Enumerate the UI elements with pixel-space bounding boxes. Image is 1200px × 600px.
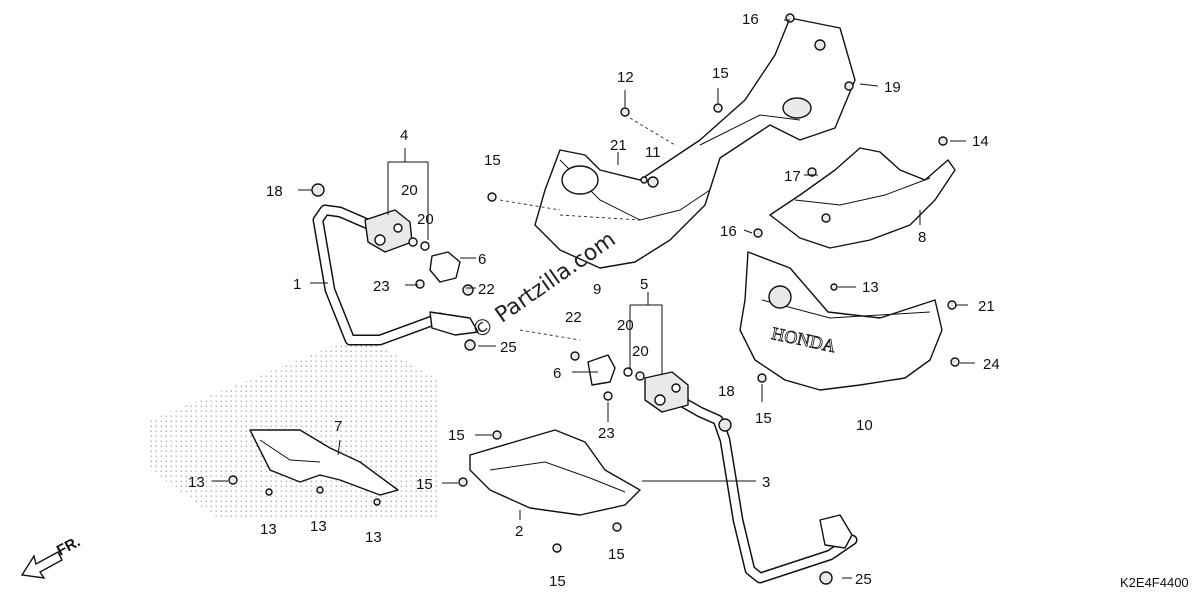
- callout-23a[interactable]: 23: [373, 278, 390, 295]
- part-2-lower-cover[interactable]: [469, 429, 641, 516]
- callout-8[interactable]: 8: [918, 229, 926, 246]
- leader-lines: [212, 19, 975, 579]
- callout-25a[interactable]: 25: [500, 339, 517, 356]
- callout-15f[interactable]: 15: [608, 546, 625, 563]
- part-6-left-bracket[interactable]: [429, 251, 461, 283]
- dotted-shade-area: [150, 335, 440, 520]
- callout-15g[interactable]: 15: [549, 573, 566, 590]
- callout-25b[interactable]: 25: [855, 571, 872, 588]
- callout-9[interactable]: 9: [593, 281, 601, 298]
- callout-11[interactable]: 11: [645, 144, 661, 161]
- callout-21b[interactable]: 21: [978, 298, 995, 315]
- callout-16b[interactable]: 16: [720, 223, 737, 240]
- callout-2[interactable]: 2: [515, 523, 523, 540]
- callout-15d[interactable]: 15: [448, 427, 465, 444]
- part-8-upper-cover[interactable]: [769, 147, 956, 249]
- callout-16a[interactable]: 16: [742, 11, 759, 28]
- part-5-right-clamp[interactable]: [644, 371, 689, 413]
- part-10-front-lower-cover[interactable]: HONDA: [739, 251, 943, 391]
- front-direction-indicator: FR.: [20, 533, 83, 579]
- callout-22b[interactable]: 22: [565, 309, 582, 326]
- part-4-left-clamp[interactable]: [364, 209, 413, 253]
- callout-5[interactable]: 5: [640, 276, 648, 293]
- callout-20c[interactable]: 20: [617, 317, 634, 334]
- callout-7[interactable]: 7: [334, 418, 342, 435]
- callout-14[interactable]: 14: [972, 133, 989, 150]
- fasteners: [228, 13, 960, 585]
- callout-12[interactable]: 12: [617, 69, 634, 86]
- callout-10[interactable]: 10: [856, 417, 873, 434]
- callout-labels: 16 19 12 15 14 4 21 11 15 20 17 18 20 8 …: [188, 11, 1000, 590]
- callout-15e[interactable]: 15: [416, 476, 433, 493]
- part-6-right-bracket[interactable]: [587, 354, 616, 386]
- callout-3[interactable]: 3: [762, 474, 770, 491]
- callout-20a[interactable]: 20: [401, 182, 418, 199]
- callout-15a[interactable]: 15: [712, 65, 729, 82]
- callout-24[interactable]: 24: [983, 356, 1000, 373]
- callout-18b[interactable]: 18: [718, 383, 735, 400]
- callout-18a[interactable]: 18: [266, 183, 283, 200]
- callout-21a[interactable]: 21: [610, 137, 627, 154]
- callout-1[interactable]: 1: [293, 276, 301, 293]
- callout-23b[interactable]: 23: [598, 425, 615, 442]
- diagram-code: K2E4F4400: [1120, 575, 1189, 590]
- callout-15b[interactable]: 15: [484, 152, 501, 169]
- callout-13d[interactable]: 13: [310, 518, 327, 535]
- callout-13e[interactable]: 13: [365, 529, 382, 546]
- callout-19[interactable]: 19: [884, 79, 901, 96]
- callout-6b[interactable]: 6: [553, 365, 561, 382]
- part-1-left-grab-bar[interactable]: [312, 204, 479, 346]
- callout-15c[interactable]: 15: [755, 410, 772, 427]
- callout-13c[interactable]: 13: [260, 521, 277, 538]
- callout-20b[interactable]: 20: [417, 211, 434, 228]
- part-3-right-grab-bar[interactable]: [664, 389, 858, 584]
- callout-6a[interactable]: 6: [478, 251, 486, 268]
- callout-13b[interactable]: 13: [188, 474, 205, 491]
- callout-20d[interactable]: 20: [632, 343, 649, 360]
- part-7-left-under-cover[interactable]: [249, 429, 399, 496]
- callout-13a[interactable]: 13: [862, 279, 879, 296]
- direction-arrow-icon: [20, 551, 63, 579]
- callout-22a[interactable]: 22: [478, 281, 495, 298]
- callout-4[interactable]: 4: [400, 127, 408, 144]
- callout-17[interactable]: 17: [784, 168, 801, 185]
